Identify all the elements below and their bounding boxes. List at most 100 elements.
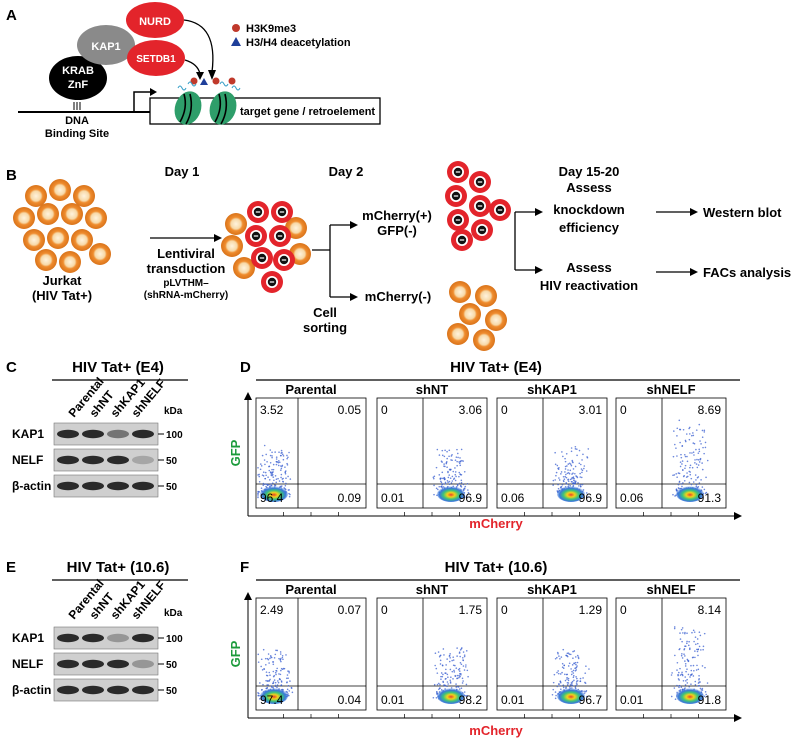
facs-event-dot xyxy=(692,664,695,667)
facs-event-dot xyxy=(275,481,278,484)
facs-event-dot xyxy=(556,656,558,659)
facs-event-dot xyxy=(706,682,709,684)
facs-event-dot xyxy=(460,647,463,650)
mcherry-positive-cells xyxy=(445,161,511,251)
facs-event-dot xyxy=(554,463,557,466)
facs-event-dot xyxy=(459,460,462,463)
facs-event-dot xyxy=(264,463,266,466)
facs-event-dot xyxy=(445,664,447,666)
facs-event-dot xyxy=(681,653,683,655)
facs-event-dot xyxy=(566,652,569,655)
facs-event-dot xyxy=(288,451,290,454)
orange-cell xyxy=(73,185,95,207)
nurd-oval xyxy=(126,2,184,38)
blot-band xyxy=(107,429,129,439)
nurd-arrow xyxy=(183,19,214,73)
facs-event-dot xyxy=(454,459,457,461)
facs-event-dot xyxy=(701,462,703,464)
quadrant-lr-value: 0.09 xyxy=(338,491,362,505)
facs-event-dot xyxy=(675,447,677,449)
facs-event-dot xyxy=(269,483,272,485)
facs-event-dot xyxy=(694,650,696,652)
facs-event-dot xyxy=(680,654,683,657)
facs-event-dot xyxy=(458,670,461,672)
facs-event-dot xyxy=(285,654,287,656)
quadrant-ur-value: 3.01 xyxy=(579,403,603,417)
facs-event-dot xyxy=(441,477,444,480)
facs-event-dot xyxy=(574,656,577,658)
facs-event-dot xyxy=(463,488,466,490)
facs-event-dot xyxy=(688,648,691,651)
facs-density-core xyxy=(437,486,465,502)
blot-band xyxy=(107,685,129,695)
blot-band xyxy=(57,455,79,465)
sort-line2: sorting xyxy=(303,320,347,335)
facs-event-dot xyxy=(558,683,560,685)
facs-event-dot xyxy=(677,674,679,677)
facs-event-dot xyxy=(442,673,444,676)
facs-event-dot xyxy=(571,682,573,684)
facs-event-dot xyxy=(693,631,696,633)
facs-plot-name: shKAP1 xyxy=(527,382,577,397)
facs-plot-frame xyxy=(376,397,488,509)
facs-event-dot xyxy=(564,468,567,470)
day1520-label: Day 15-20 xyxy=(559,164,620,179)
facs-event-dot xyxy=(455,475,457,478)
facs-event-dot xyxy=(575,663,577,666)
facs-label: FACs analysis xyxy=(703,265,791,280)
facs-event-dot xyxy=(434,664,436,667)
facs-event-dot xyxy=(455,456,458,458)
facs-event-dot xyxy=(446,479,449,482)
facs-event-dot xyxy=(585,665,587,667)
facs-event-dot xyxy=(446,466,448,468)
facs-event-dot xyxy=(679,684,681,687)
facs-event-dot xyxy=(582,453,584,456)
facs-event-dot xyxy=(697,486,700,488)
facs-event-dot xyxy=(457,456,459,459)
facs-event-dot xyxy=(587,496,589,498)
facs-density-core xyxy=(260,486,288,502)
nurd-arrowhead xyxy=(208,70,216,80)
facs-event-dot xyxy=(700,443,702,445)
facs-event-dot xyxy=(281,453,284,456)
quadrant-lr-value: 96.9 xyxy=(579,491,603,505)
facs-event-dot xyxy=(561,671,563,674)
facs-event-dot xyxy=(679,441,681,444)
assess1-line2: knockdown xyxy=(553,202,625,217)
facs-event-dot xyxy=(581,483,584,486)
facs-event-dot xyxy=(438,485,441,488)
facs-event-dot xyxy=(456,655,458,657)
facs-event-dot xyxy=(699,634,702,637)
facs-event-dot xyxy=(432,477,435,480)
facs-event-dot xyxy=(272,670,275,673)
facs-event-dot xyxy=(448,660,451,663)
facs-event-dot xyxy=(259,682,261,684)
facs-event-dot xyxy=(447,676,449,678)
facs-event-dot xyxy=(467,491,470,494)
facs-event-dot xyxy=(681,627,684,629)
facs-event-dot xyxy=(433,683,436,686)
quadrant-lr-value: 91.8 xyxy=(698,693,722,707)
western-arrowhead xyxy=(690,208,698,216)
facs-event-dot xyxy=(288,671,290,674)
orange-cell xyxy=(49,179,71,201)
facs-plot-name: shNT xyxy=(416,582,449,597)
facs-event-dot xyxy=(453,477,456,480)
facs-event-dot xyxy=(674,443,676,446)
facs-event-dot xyxy=(570,668,572,670)
facs-event-dot xyxy=(676,661,679,664)
facs-event-dot xyxy=(452,656,455,658)
orange-cell xyxy=(449,281,471,303)
facs-event-dot xyxy=(681,463,683,465)
facs-event-dot xyxy=(556,490,559,492)
facs-event-dot xyxy=(265,671,268,673)
facs-event-dot xyxy=(673,474,676,476)
facs-event-dot xyxy=(680,673,683,675)
facs-event-dot xyxy=(435,466,438,469)
facs-event-dot xyxy=(677,483,680,486)
facs-event-dot xyxy=(578,462,581,465)
facs-event-dot xyxy=(562,648,565,651)
setdb1-arrow xyxy=(184,59,201,75)
facs-event-dot xyxy=(279,673,282,676)
